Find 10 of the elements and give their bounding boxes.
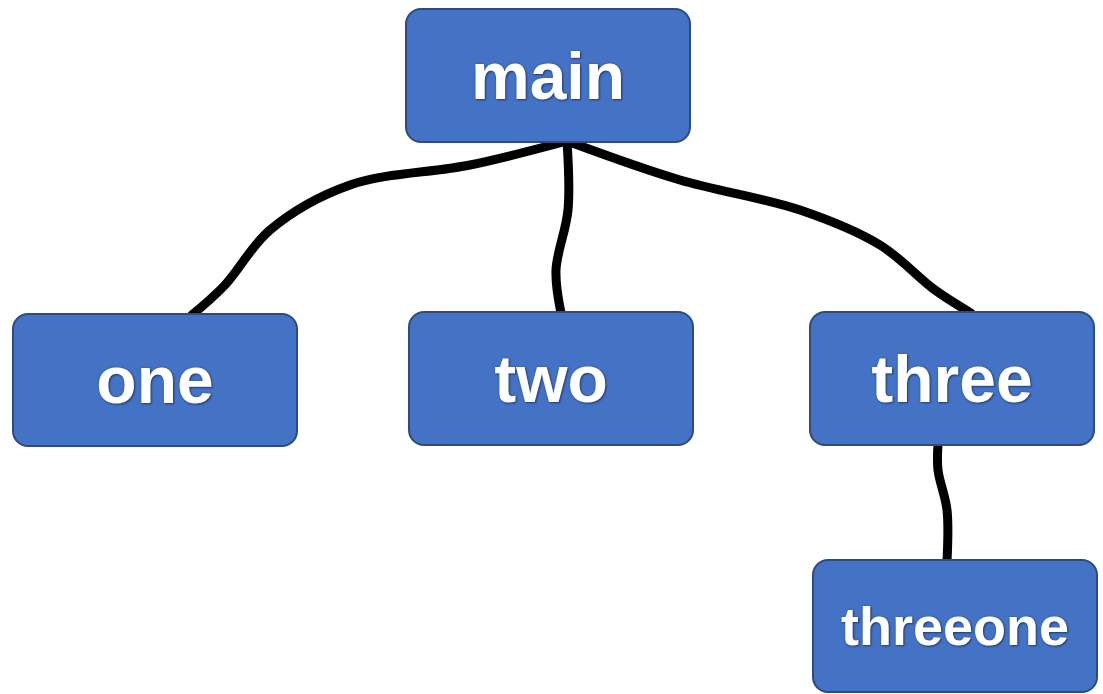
tree-node-box [12, 313, 298, 447]
node-label: two [494, 340, 608, 417]
tree-node-box [812, 559, 1098, 693]
tree-node-box [405, 8, 691, 143]
node-label: three [871, 340, 1033, 417]
node-label: threeone [840, 595, 1070, 657]
node-label: one [96, 342, 214, 418]
tree-node-box [408, 311, 694, 446]
tree-node-box [809, 311, 1095, 446]
node-label: main [470, 37, 625, 114]
